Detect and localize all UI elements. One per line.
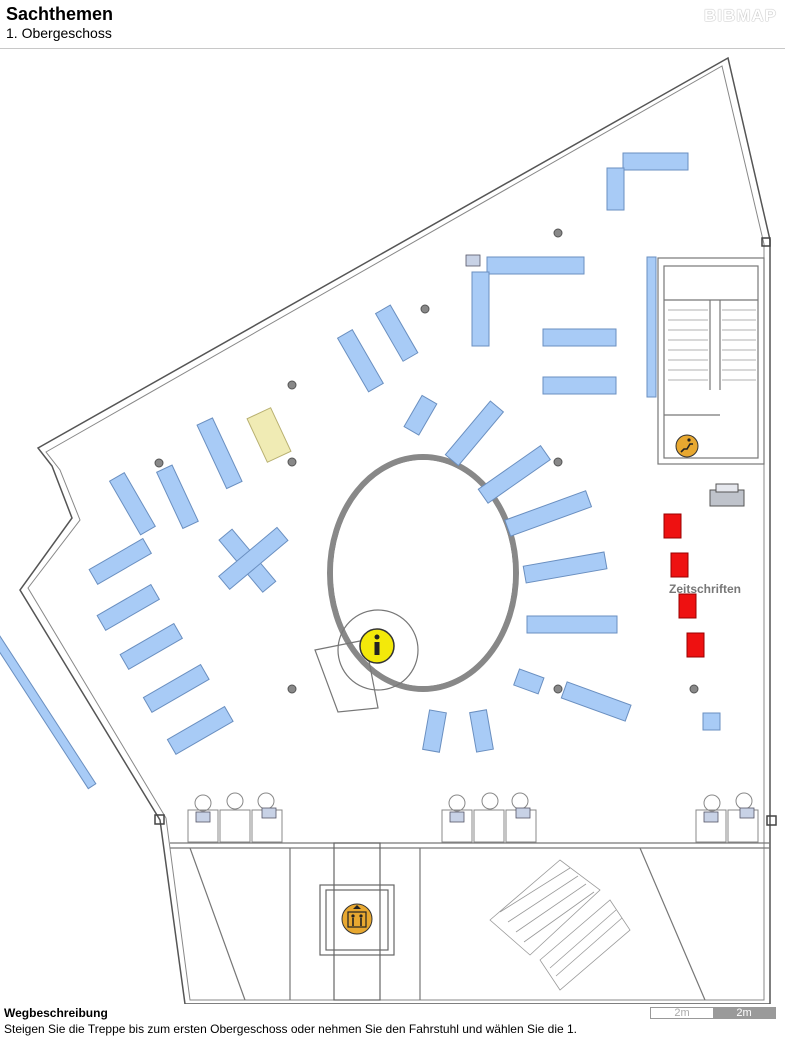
stairs-walking-icon [675,434,699,458]
stairs-upper [668,309,756,381]
floor-plan-svg[interactable]: Zeitschriften [0,49,785,1005]
workstations[interactable] [187,792,759,843]
scale-left-label: 2m [651,1008,713,1019]
scale-bar: 2m 2m [650,1007,776,1019]
page-title: Sachthemen [6,4,114,24]
highlighted-shelf[interactable] [246,407,292,463]
wall-anchors [154,237,777,826]
scale-right-label: 2m [713,1008,775,1019]
building-walls [19,56,771,1005]
magazine-racks[interactable] [663,513,705,658]
directions-title: Wegbeschreibung [4,1006,108,1020]
information-desk [314,454,519,713]
columns [154,228,699,694]
floor-subtitle: 1. Obergeschoss [6,25,112,41]
elevator-icon [341,903,373,935]
directions-text: Steigen Sie die Treppe bis zum ersten Ob… [4,1022,578,1036]
interior-walls [170,257,770,1001]
header-divider [0,48,785,49]
shelves[interactable] [0,152,721,790]
zeitschriften-label: Zeitschriften [669,582,741,596]
bibmap-logo: BIBMAP [703,6,777,25]
stairs-lower [489,859,631,991]
floor-plan-map[interactable]: Zeitschriften [0,49,785,1005]
copier-icon [709,483,745,507]
footer: Wegbeschreibung Steigen Sie die Treppe b… [0,1004,785,1043]
header: Sachthemen 1. Obergeschoss BIBMAP [0,0,785,48]
computer-icons [195,254,755,823]
elevator-shaft [319,842,395,1001]
info-icon[interactable] [359,628,395,664]
